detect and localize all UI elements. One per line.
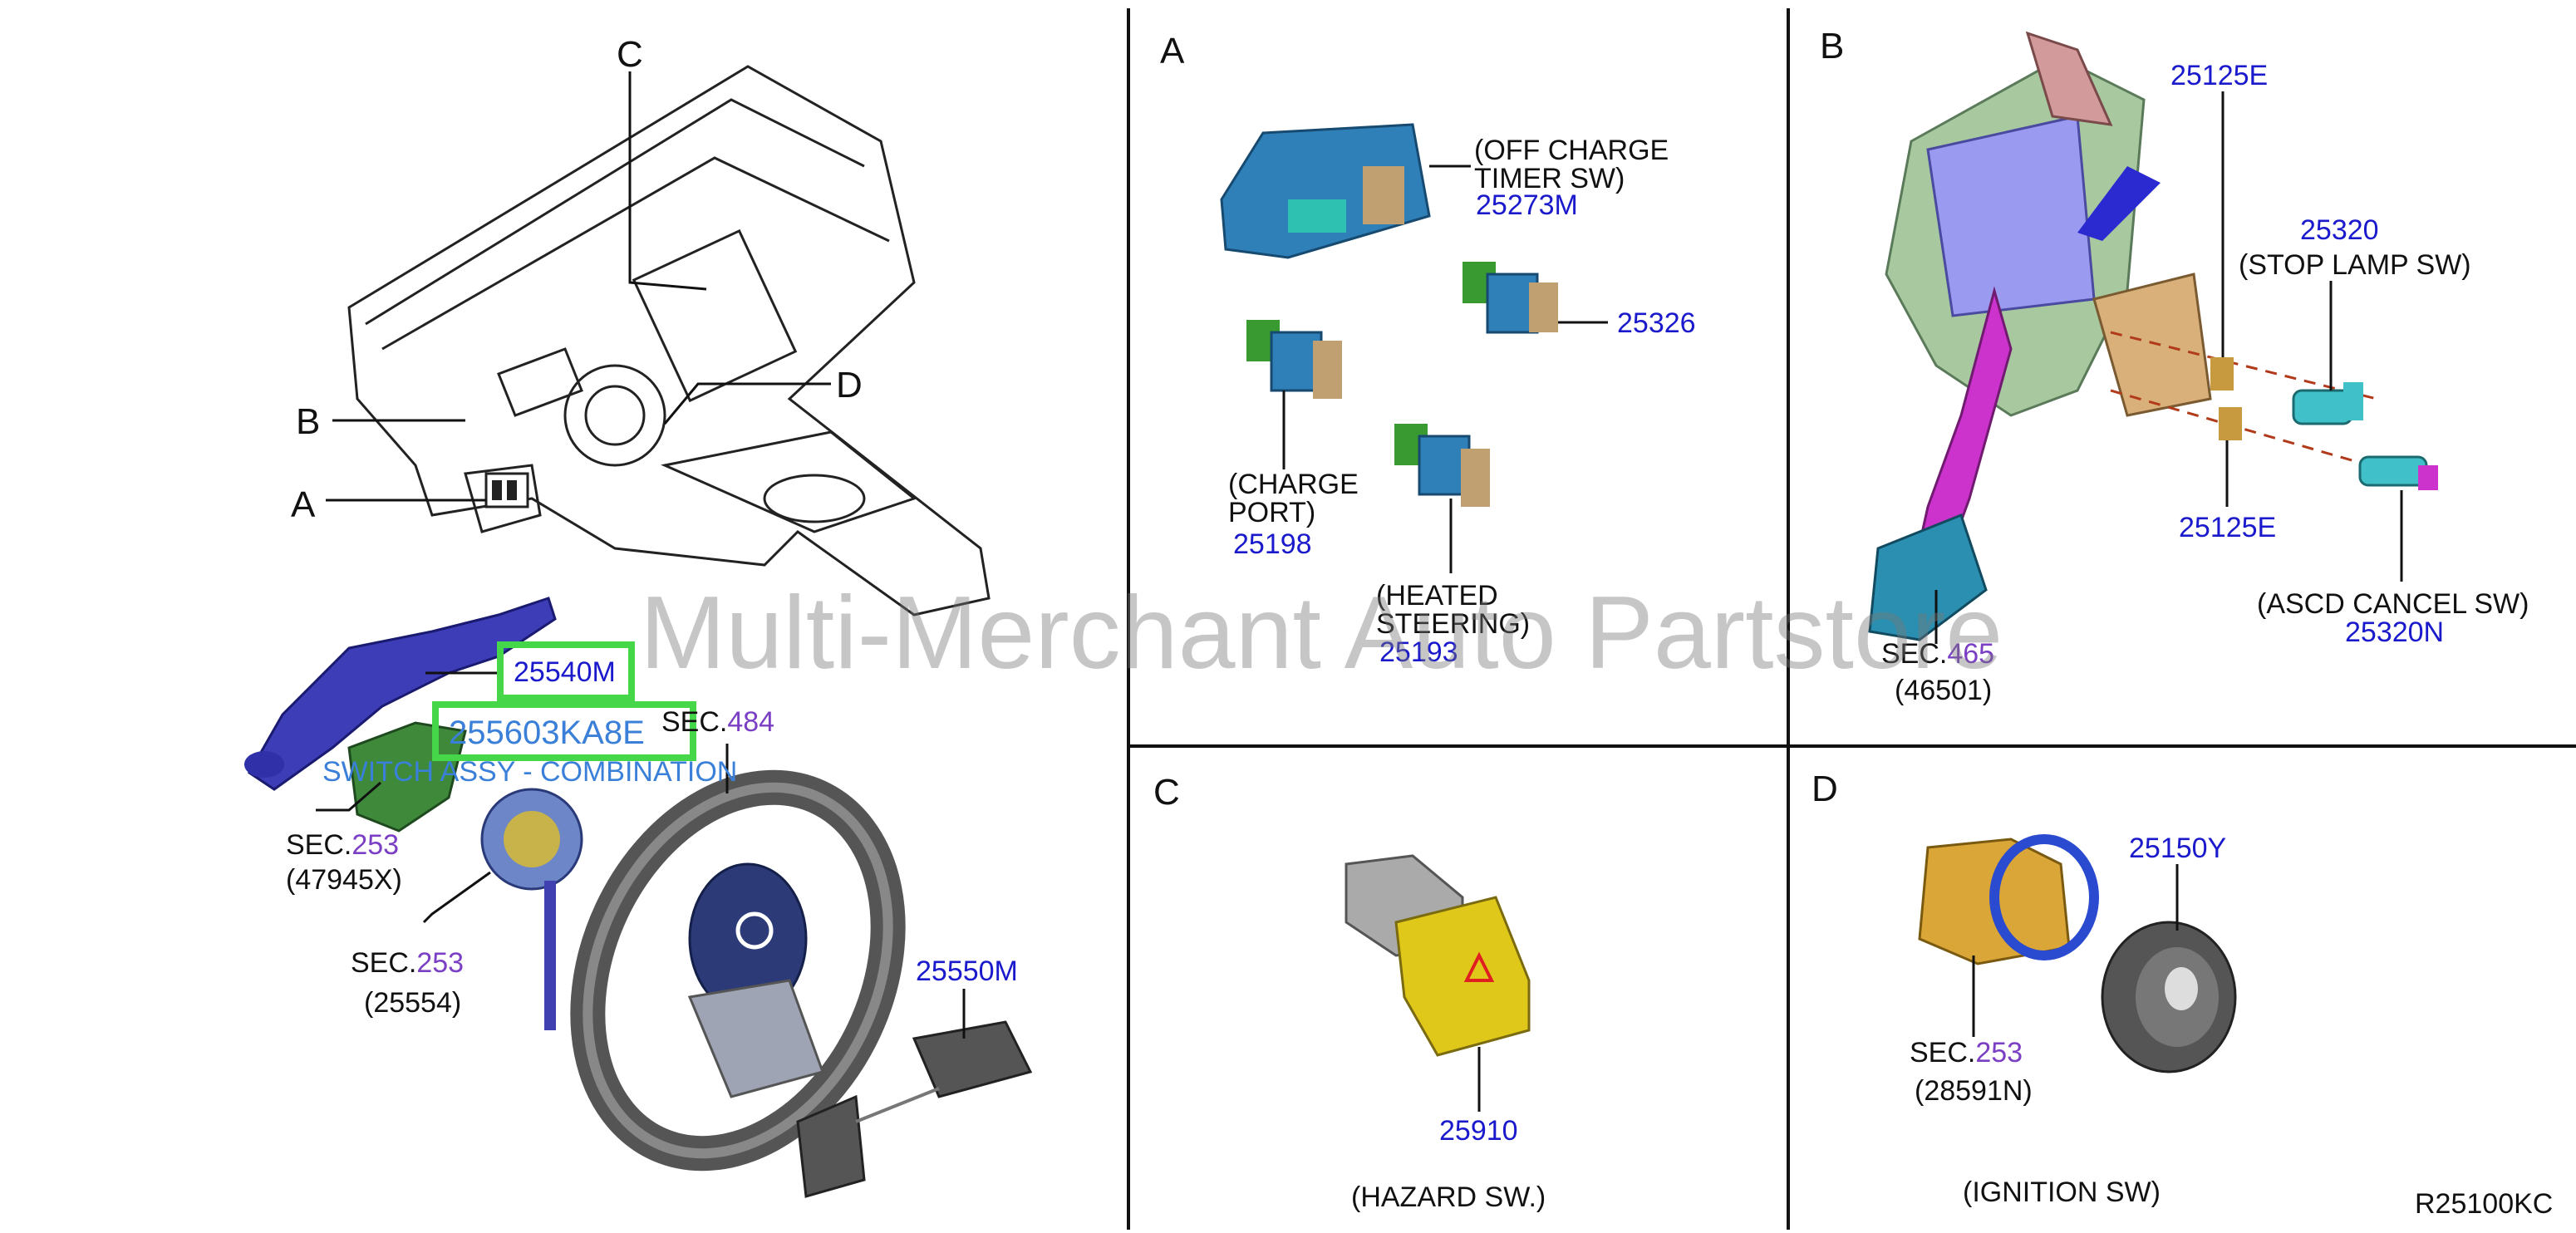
part-46501: (46501) [1895, 675, 1993, 706]
sec-number[interactable]: 465 [1947, 638, 1995, 670]
sec-prefix: SEC. [286, 829, 352, 861]
combination-leaders [316, 671, 502, 924]
part-25554: (25554) [364, 987, 462, 1019]
off-charge-label-line1: (OFF CHARGE [1474, 135, 1669, 166]
sec-prefix: SEC. [661, 706, 728, 738]
dashboard-drawing [347, 65, 991, 616]
sec-number[interactable]: 484 [727, 706, 775, 738]
callout-25540m [497, 641, 635, 701]
charge-port-label-line2: PORT) [1228, 497, 1316, 528]
panel-dividers [1127, 8, 2576, 1230]
sec-253-ref-2: SEC.253 [351, 949, 464, 977]
switch-25326-drawing [1463, 262, 1558, 334]
sec-number[interactable]: 253 [416, 947, 465, 979]
off-charge-timer-switch-drawing [1220, 123, 1431, 259]
panel-label-b: B [1820, 26, 1845, 66]
switch-assy-label: SWITCH ASSY - COMBINATION [322, 756, 738, 788]
ignition-switch-drawing [2101, 921, 2237, 1073]
heated-steering-label-line2: STEERING) [1376, 608, 1531, 640]
charge-port-label-line1: (CHARGE [1228, 469, 1359, 500]
sec-253-ref-3: SEC.253 [1910, 1039, 2023, 1067]
switch-25193-drawing [1394, 424, 1490, 507]
hazard-switch-drawing [1345, 854, 1531, 1057]
sec-prefix: SEC. [1910, 1037, 1976, 1068]
overview-leaders [326, 71, 831, 502]
part-25910[interactable]: 25910 [1439, 1115, 1518, 1147]
switch-cluster-a [484, 472, 529, 508]
sec-prefix: SEC. [1881, 638, 1948, 670]
sec-484-ref: SEC.484 [661, 708, 774, 736]
watermark: Multi-Merchant Auto Partstore [640, 576, 2003, 690]
stop-lamp-switch-drawing [2210, 357, 2363, 425]
panel-label-a: A [1160, 31, 1185, 71]
part-255603ka8e[interactable]: 255603KA8E [449, 715, 645, 751]
panel-label-d: D [1812, 769, 1838, 809]
sec-number[interactable]: 253 [1975, 1037, 2023, 1068]
callout-255603ka8e [432, 701, 696, 761]
pedal-dash-lines [2110, 331, 2427, 484]
part-25320n[interactable]: 25320N [2345, 616, 2445, 648]
diagram-reference-code: R25100KC [2415, 1188, 2554, 1220]
part-25193[interactable]: 25193 [1379, 636, 1458, 668]
ascd-cancel-label: (ASCD CANCEL SW) [2257, 588, 2529, 620]
stop-lamp-label: (STOP LAMP SW) [2239, 249, 2471, 281]
part-25540m[interactable]: 25540M [514, 656, 616, 688]
part-28591n: (28591N) [1915, 1075, 2033, 1107]
part-25320[interactable]: 25320 [2300, 214, 2379, 246]
steering-switch-drawing [796, 1020, 1033, 1198]
switch-25198-drawing [1246, 320, 1342, 399]
overview-label-b: B [296, 401, 321, 442]
part-47945x: (47945X) [286, 864, 402, 896]
brake-pedal-drawing [1868, 31, 2212, 641]
sec-253-ref-1: SEC.253 [286, 831, 399, 859]
overview-label-a: A [291, 484, 316, 525]
part-25150y[interactable]: 25150Y [2129, 833, 2227, 864]
part-25125e-bottom[interactable]: 25125E [2179, 512, 2277, 543]
part-25326[interactable]: 25326 [1617, 307, 1696, 339]
overview-label-d: D [836, 365, 863, 405]
ignition-label: (IGNITION SW) [1963, 1177, 2161, 1208]
part-25273m[interactable]: 25273M [1476, 189, 1578, 221]
panel-d-leaders [1972, 864, 2179, 1037]
sec-prefix: SEC. [351, 947, 417, 979]
hazard-label: (HAZARD SW.) [1351, 1181, 1546, 1213]
part-25125e-top[interactable]: 25125E [2170, 60, 2269, 91]
part-25198[interactable]: 25198 [1233, 528, 1312, 560]
ignition-housing-drawing [1918, 834, 2099, 965]
sec-number[interactable]: 253 [351, 829, 400, 861]
heated-steering-label-line1: (HEATED [1376, 580, 1498, 612]
part-25550m[interactable]: 25550M [916, 955, 1018, 987]
sec-465-ref: SEC.465 [1881, 640, 1994, 668]
steering-wheel-drawing [570, 769, 906, 1172]
off-charge-label-line2: TIMER SW) [1474, 163, 1625, 194]
overview-label-c: C [617, 34, 643, 75]
panel-label-c: C [1153, 772, 1180, 813]
panel-b-leaders [1934, 91, 2403, 644]
ascd-cancel-switch-drawing [2219, 407, 2438, 490]
